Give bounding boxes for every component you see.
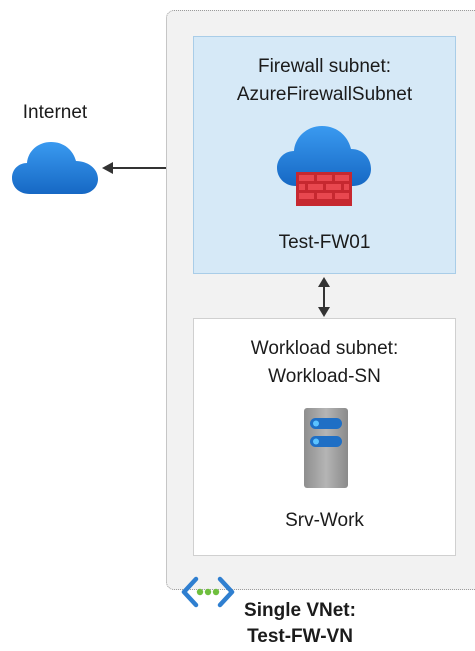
- firewall-brick-icon: [296, 172, 352, 206]
- firewall-workload-connector: [318, 277, 330, 317]
- vnet-label-line2: Test-FW-VN: [247, 626, 353, 647]
- internet-cloud-icon: [12, 142, 98, 194]
- workload-subnet-title-line1: Workload subnet:: [250, 338, 399, 359]
- server-icon: [304, 408, 348, 488]
- vnet-icon: [181, 576, 235, 608]
- workload-subnet-title-line2: Workload-SN: [268, 366, 381, 387]
- workload-subnet-title: Workload subnet: Workload-SN: [194, 335, 455, 391]
- vnet-label-line1: Single VNet:: [244, 600, 356, 621]
- server-node-label: Srv-Work: [285, 510, 364, 531]
- firewall-subnet-title: Firewall subnet: AzureFirewallSubnet: [194, 53, 455, 109]
- firewall-cloud-icon: [277, 126, 371, 206]
- vnet-label: Single VNet: Test-FW-VN: [200, 598, 400, 650]
- firewall-node-label: Test-FW01: [278, 232, 371, 253]
- internet-label: Internet: [22, 102, 88, 123]
- firewall-subnet-title-line1: Firewall subnet:: [257, 56, 392, 77]
- firewall-subnet-title-line2: AzureFirewallSubnet: [236, 84, 413, 105]
